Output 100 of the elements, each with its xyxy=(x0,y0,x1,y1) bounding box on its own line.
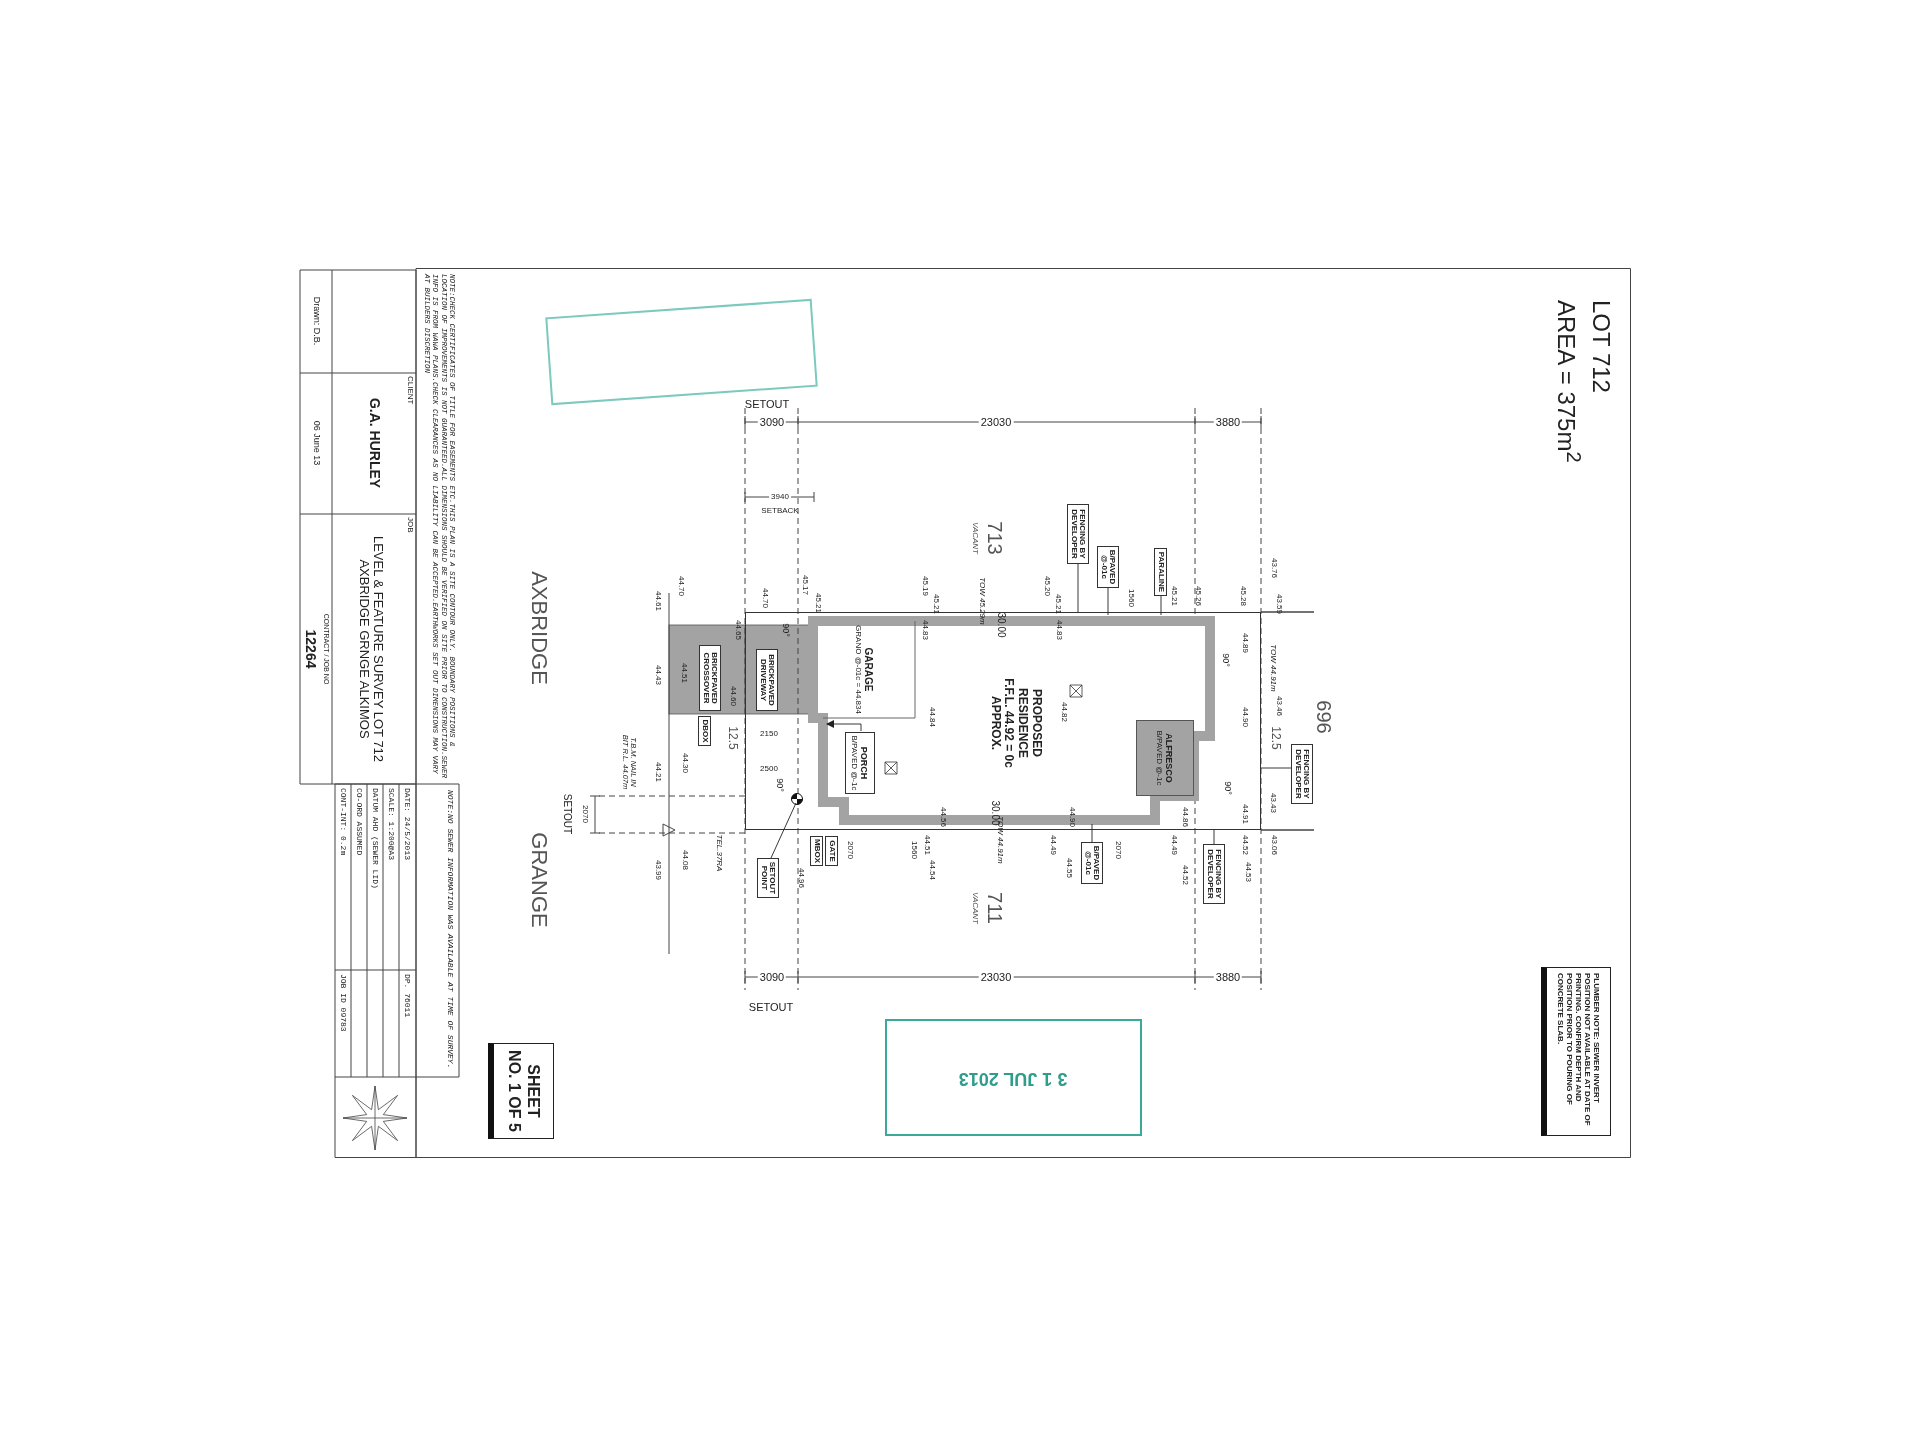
spot-level: 44.52 xyxy=(1180,865,1190,885)
alfresco-area xyxy=(1136,720,1194,796)
tag-text: B/PAVED @-01c xyxy=(1083,844,1101,883)
spot-level: 43.46 xyxy=(1274,696,1284,716)
client-name: G.A. HURLEY xyxy=(366,397,382,489)
room-label: ALFRESCO xyxy=(1164,733,1175,783)
leader-line xyxy=(1091,823,1093,843)
dimension-value: 23030 xyxy=(978,415,1014,429)
tag-text: BRICKPAVED DRIVEWAY xyxy=(758,653,776,708)
spot-level: 45.26 xyxy=(1193,586,1203,606)
spot-level: 44.89 xyxy=(1240,633,1250,653)
spot-level: 44.70 xyxy=(676,576,686,596)
drawn-date: 06 June 13 xyxy=(311,420,321,466)
spot-level: 44.51 xyxy=(922,835,932,855)
tag-text: B/PAVED @-1c xyxy=(850,735,860,791)
dimension-value: 1560 xyxy=(909,841,919,859)
dimension-value: 3940 xyxy=(769,492,791,502)
street-name: GRANGE xyxy=(526,832,552,928)
spot-level: 45.21 xyxy=(1169,586,1179,606)
spot-level: 44.83 xyxy=(920,620,930,640)
dimension-value: 3880 xyxy=(1213,970,1243,984)
dimension-value: 3090 xyxy=(757,415,787,429)
job-heading: JOB xyxy=(405,517,415,533)
tag-text: MBOX xyxy=(812,839,821,863)
plumber-note: PLUMBER NOTE: SEWER INVERT POSITION NOT AVAILABLE AT DATE OF PRINTING. CONFIRM DEPTH AND POSITION PRIOR TO POURING OF CONCRETE SLAB. xyxy=(1555,973,1602,1128)
spot-level: 43.06 xyxy=(1269,835,1279,855)
lot-number: 711 xyxy=(984,892,1006,924)
leader-line xyxy=(1160,595,1162,616)
lot-status-note: VACANT xyxy=(970,892,980,924)
spot-level: 43.76 xyxy=(1269,558,1279,578)
angle-label: 90° xyxy=(780,623,790,637)
spot-level: 45.28 xyxy=(1238,586,1248,606)
spot-level: 44.49 xyxy=(1048,835,1058,855)
dimension-value: 2070 xyxy=(1113,841,1123,859)
pit-label: TEL.37RA xyxy=(714,834,724,872)
spot-level: 44.54 xyxy=(927,860,937,880)
note-panel xyxy=(1541,967,1611,1136)
street-name: AXBRIDGE xyxy=(526,571,552,685)
room-note: B/PAVED @-1c xyxy=(1155,730,1165,786)
spot-level: 44.83 xyxy=(1054,620,1064,640)
spot-level: 44.90 xyxy=(1067,807,1077,827)
spot-level: 45.21 xyxy=(813,593,823,613)
spot-level: 45.21 xyxy=(1053,594,1063,614)
spot-level: 44.65 xyxy=(733,620,743,640)
leader-line xyxy=(1213,829,1215,845)
spot-level: 45.20 xyxy=(1042,576,1052,596)
spot-level: 44.96 xyxy=(796,868,806,888)
spot-level: 44.56 xyxy=(938,807,948,827)
leader-line xyxy=(770,802,797,859)
dimension-value: 1560 xyxy=(1126,589,1136,607)
tag-text: PORCH xyxy=(859,746,870,780)
dimension-value: 3880 xyxy=(1213,415,1243,429)
spot-level: 43.59 xyxy=(1274,594,1284,614)
spot-level: 44.82 xyxy=(1059,702,1069,722)
spot-level: 44.53 xyxy=(1243,862,1253,882)
spot-level: 44.30 xyxy=(680,753,690,773)
setout-point-marker xyxy=(791,793,803,805)
lot-status-note: VACANT xyxy=(970,522,980,554)
spot-level: 44.84 xyxy=(927,707,937,727)
spot-level: 44.43 xyxy=(653,665,663,685)
boundary-length: 12.5 xyxy=(1268,726,1282,750)
angle-label: 90° xyxy=(1222,781,1232,795)
spot-level: 44.61 xyxy=(653,591,663,611)
dimension-value: 3090 xyxy=(757,970,787,984)
spot-level: 43.99 xyxy=(653,860,663,880)
spot-level: 44.51 xyxy=(679,663,689,683)
approval-stamp xyxy=(885,1019,1142,1136)
wall-level-label: TOW 45.29m xyxy=(977,577,987,625)
job-title: LEVEL & FEATURE SURVEY LOT 712 AXBRIDGE GRNGE ALKIMOS xyxy=(356,534,386,765)
dimension-value: 2500 xyxy=(760,764,778,774)
setout-label: SETOUT xyxy=(561,793,573,835)
callout-tag xyxy=(699,645,721,711)
approval-stamp xyxy=(545,298,818,406)
room-label: GARAGE xyxy=(863,647,874,692)
spot-level: 44.49 xyxy=(1169,835,1179,855)
tag-text: PARALINE xyxy=(1156,551,1165,593)
setback-label: SETBACK xyxy=(761,506,799,516)
client-heading: CLIENT xyxy=(405,376,415,405)
boundary-length: 12.5 xyxy=(725,726,739,750)
callout-tag xyxy=(845,732,875,794)
lot-number: 713 xyxy=(984,521,1006,555)
spot-level: 45.17 xyxy=(800,575,810,595)
scale-note: SCALE: 1:200@A3 xyxy=(386,788,396,860)
leader-line xyxy=(1077,563,1079,613)
boundary-length: 30.00 xyxy=(995,612,1007,638)
spot-level: 44.21 xyxy=(653,762,663,782)
tag-text: DBOX xyxy=(700,719,709,743)
spot-level: 44.55 xyxy=(1064,858,1074,878)
datum-note: DATUM AHD (SEWER LID) xyxy=(370,788,380,889)
plan-reference: DP. 76011 xyxy=(402,974,412,1018)
spot-level: 44.52 xyxy=(1240,835,1250,855)
tag-text: SETOUT POINT xyxy=(759,860,777,897)
dimension-value: 2150 xyxy=(760,729,778,739)
contour-interval-note: CONT-INT: 0.2m xyxy=(338,788,348,856)
survey-date: DATE: 24/5/2013 xyxy=(402,788,412,860)
callout-tag xyxy=(825,836,838,866)
lot-heading: LOT 712 xyxy=(1587,300,1615,393)
spot-level: 44.60 xyxy=(728,686,738,706)
job-number: 12264 xyxy=(302,629,318,669)
angle-label: 90° xyxy=(1220,653,1230,667)
